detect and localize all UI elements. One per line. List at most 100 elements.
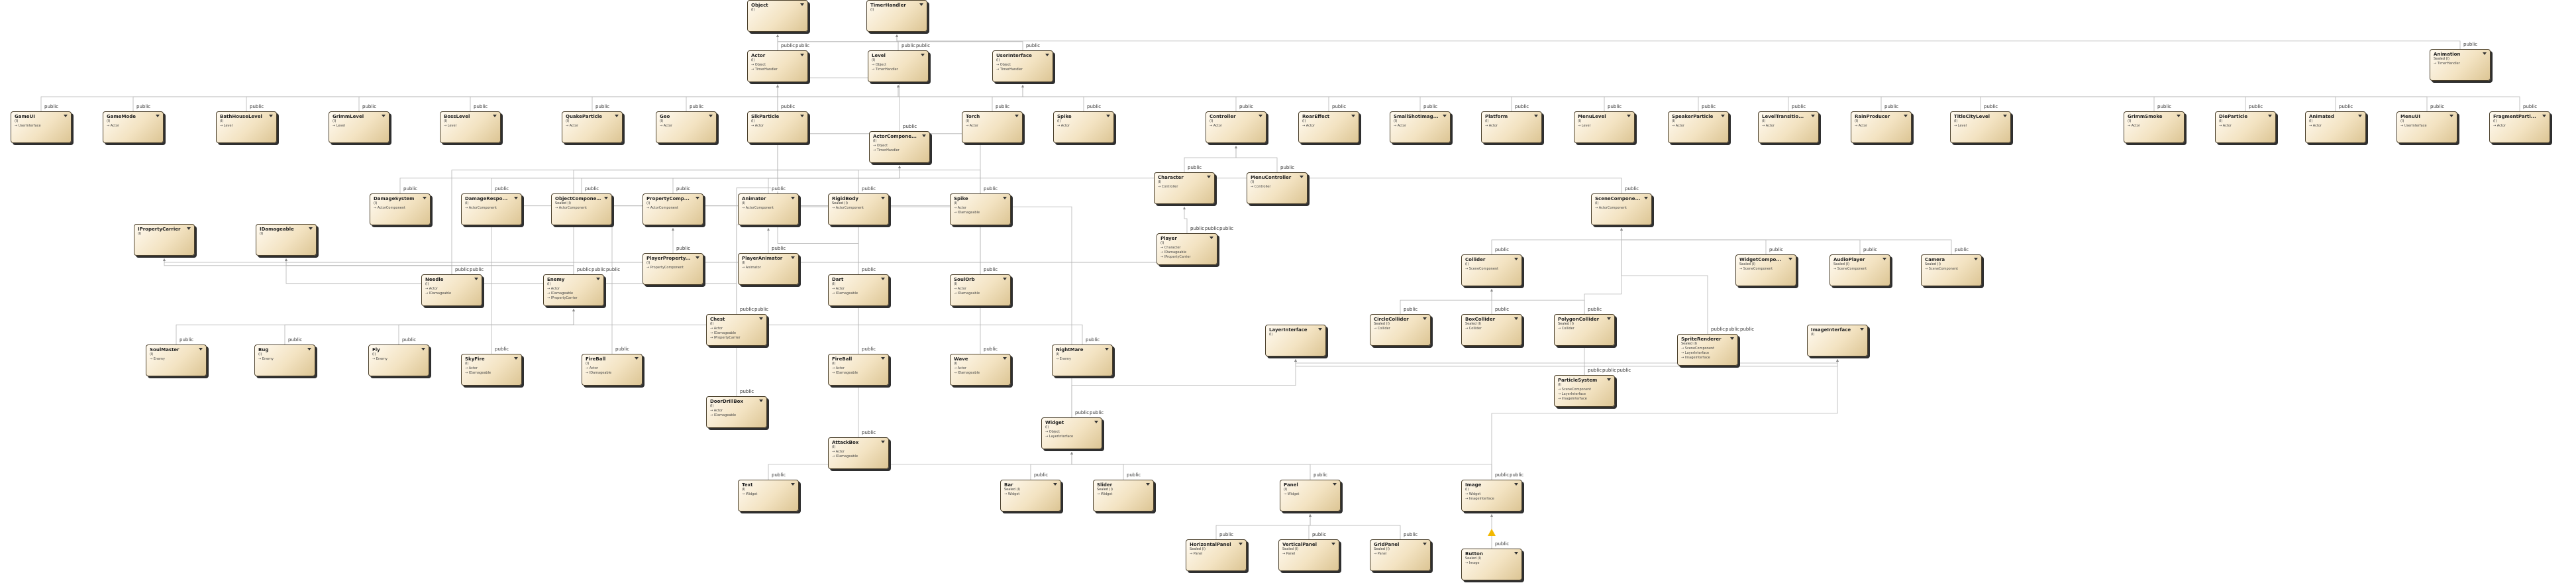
chevron-down-icon[interactable] [919, 3, 923, 6]
class-node-grimm-smoke[interactable]: GrimmSmoke(I)→ Actor [2124, 111, 2185, 143]
class-node-image[interactable]: Image(I)→ Widget→ ImageInterface [1461, 480, 1522, 511]
chevron-down-icon[interactable] [1045, 54, 1049, 56]
class-node-widget-component[interactable]: WidgetCompo...Sealed (I)→ SceneComponent [1735, 254, 1796, 286]
chevron-down-icon[interactable] [474, 278, 478, 280]
chevron-down-icon[interactable] [1207, 176, 1211, 178]
class-node-scene-component[interactable]: SceneCompone...(I)→ ActorComponent [1591, 193, 1652, 225]
class-node-layer-interface[interactable]: LayerInterface(I) [1265, 325, 1326, 356]
class-node-dart[interactable]: Dart(I)→ Actor→ IDamageable [828, 274, 889, 306]
class-node-roar-effect[interactable]: RoarEffect(I)→ Actor [1298, 111, 1359, 143]
chevron-down-icon[interactable] [1259, 115, 1262, 117]
chevron-down-icon[interactable] [881, 197, 885, 199]
class-node-fire-ball2[interactable]: FireBall(I)→ Actor→ IDamageable [828, 354, 889, 386]
class-node-boss-level[interactable]: BossLevel(I)→ Level [440, 111, 501, 143]
chevron-down-icon[interactable] [1730, 337, 1734, 340]
chevron-down-icon[interactable] [881, 357, 885, 360]
chevron-down-icon[interactable] [1974, 258, 1978, 260]
chevron-down-icon[interactable] [1904, 115, 1908, 117]
chevron-down-icon[interactable] [1015, 115, 1019, 117]
class-node-night-mare[interactable]: NightMare(I)→ Enemy [1052, 345, 1113, 376]
chevron-down-icon[interactable] [1644, 197, 1648, 199]
class-node-controller[interactable]: Controller(I)→ Actor [1206, 111, 1266, 143]
chevron-down-icon[interactable] [1351, 115, 1355, 117]
class-node-soul-master[interactable]: SoulMaster(I)→ Enemy [146, 345, 207, 376]
class-node-text[interactable]: Text(I)→ Widget [738, 480, 799, 511]
chevron-down-icon[interactable] [1607, 317, 1611, 320]
chevron-down-icon[interactable] [307, 348, 311, 350]
chevron-down-icon[interactable] [1788, 258, 1792, 260]
chevron-down-icon[interactable] [1146, 483, 1150, 486]
class-node-fragment-particle[interactable]: FragmentParti...(I)→ Actor [2489, 111, 2550, 143]
class-node-property-component[interactable]: PropertyComp...(I)→ ActorComponent [643, 193, 703, 225]
class-node-menu-ui[interactable]: MenuUI(I)→ UserInterface [2396, 111, 2457, 143]
chevron-down-icon[interactable] [64, 115, 68, 117]
chevron-down-icon[interactable] [1514, 317, 1518, 320]
class-node-speaker-particle[interactable]: SpeakerParticle(I)→ Actor [1668, 111, 1729, 143]
chevron-down-icon[interactable] [309, 227, 313, 230]
class-node-wave[interactable]: Wave(I)→ Actor→ IDamageable [950, 354, 1011, 386]
chevron-down-icon[interactable] [615, 115, 619, 117]
chevron-down-icon[interactable] [596, 278, 600, 280]
chevron-down-icon[interactable] [421, 348, 425, 350]
chevron-down-icon[interactable] [1106, 115, 1110, 117]
chevron-down-icon[interactable] [1003, 197, 1007, 199]
chevron-down-icon[interactable] [1094, 421, 1098, 423]
chevron-down-icon[interactable] [1514, 552, 1518, 555]
class-node-image-interface[interactable]: ImageInterface(I) [1807, 325, 1868, 356]
class-node-bath-house-level[interactable]: BathHouseLevel(I)→ Level [216, 111, 277, 143]
class-node-damage-response[interactable]: DamageRespo...(I)→ ActorComponent [461, 193, 522, 225]
chevron-down-icon[interactable] [759, 317, 763, 320]
class-node-user-interface[interactable]: UserInterface(I)→ Object→ TimerHandler [992, 50, 1053, 82]
chevron-down-icon[interactable] [382, 115, 386, 117]
class-node-level[interactable]: Level(I)→ Object→ TimerHandler [868, 50, 929, 82]
class-node-object-component[interactable]: ObjectCompone...Sealed (I)→ ActorCompone… [551, 193, 612, 225]
chevron-down-icon[interactable] [2177, 115, 2181, 117]
chevron-down-icon[interactable] [791, 197, 795, 199]
chevron-down-icon[interactable] [635, 357, 639, 360]
chevron-down-icon[interactable] [1300, 176, 1304, 178]
class-node-animated[interactable]: Animated(I)→ Actor [2305, 111, 2366, 143]
chevron-down-icon[interactable] [156, 115, 160, 117]
class-node-platform[interactable]: Platform(I)→ Actor [1481, 111, 1542, 143]
chevron-down-icon[interactable] [269, 115, 273, 117]
chevron-down-icon[interactable] [1534, 115, 1538, 117]
chevron-down-icon[interactable] [2358, 115, 2362, 117]
class-node-actor[interactable]: Actor(I)→ Object→ TimerHandler [747, 50, 808, 82]
chevron-down-icon[interactable] [696, 197, 699, 199]
class-node-spike[interactable]: Spike(I)→ Actor [1053, 111, 1114, 143]
chevron-down-icon[interactable] [800, 115, 804, 117]
chevron-down-icon[interactable] [921, 54, 925, 56]
class-node-attack-box[interactable]: AttackBox(I)→ Actor→ IDamageable [828, 437, 889, 469]
class-node-needle[interactable]: Needle(I)→ Actor→ IDamageable [421, 274, 482, 306]
class-node-panel[interactable]: Panel(I)→ Widget [1280, 480, 1341, 511]
chevron-down-icon[interactable] [514, 357, 518, 360]
class-node-fire-ball[interactable]: FireBall(I)→ Actor→ IDamageable [582, 354, 643, 386]
class-node-iproperty-carrier[interactable]: IPropertyCarrier(I) [134, 224, 195, 256]
class-node-object[interactable]: Object(I) [747, 0, 808, 32]
chevron-down-icon[interactable] [696, 256, 699, 259]
class-node-menu-controller[interactable]: MenuController(I)→ Controller [1247, 172, 1308, 204]
chevron-down-icon[interactable] [1811, 115, 1815, 117]
chevron-down-icon[interactable] [1003, 278, 1007, 280]
class-node-torch[interactable]: Torch(I)→ Actor [962, 111, 1023, 143]
class-node-geo[interactable]: Geo(I)→ Actor [656, 111, 717, 143]
class-node-player-animator[interactable]: PlayerAnimator(I)→ Animator [738, 253, 799, 285]
class-node-particle-system[interactable]: ParticleSystem(I)→ SceneComponent→ Layer… [1554, 375, 1615, 407]
chevron-down-icon[interactable] [2003, 115, 2007, 117]
chevron-down-icon[interactable] [1105, 348, 1109, 350]
class-node-fly[interactable]: Fly(I)→ Enemy [368, 345, 429, 376]
chevron-down-icon[interactable] [2483, 52, 2487, 55]
class-node-idamageable[interactable]: IDamageable(I) [256, 224, 317, 256]
chevron-down-icon[interactable] [1003, 357, 1007, 360]
class-node-bug[interactable]: Bug(I)→ Enemy [254, 345, 315, 376]
class-node-collider[interactable]: Collider(I)→ SceneComponent [1461, 254, 1522, 286]
chevron-down-icon[interactable] [493, 115, 497, 117]
class-node-grimm-level[interactable]: GrimmLevel(I)→ Level [329, 111, 389, 143]
chevron-down-icon[interactable] [1331, 543, 1335, 545]
chevron-down-icon[interactable] [1053, 483, 1057, 486]
